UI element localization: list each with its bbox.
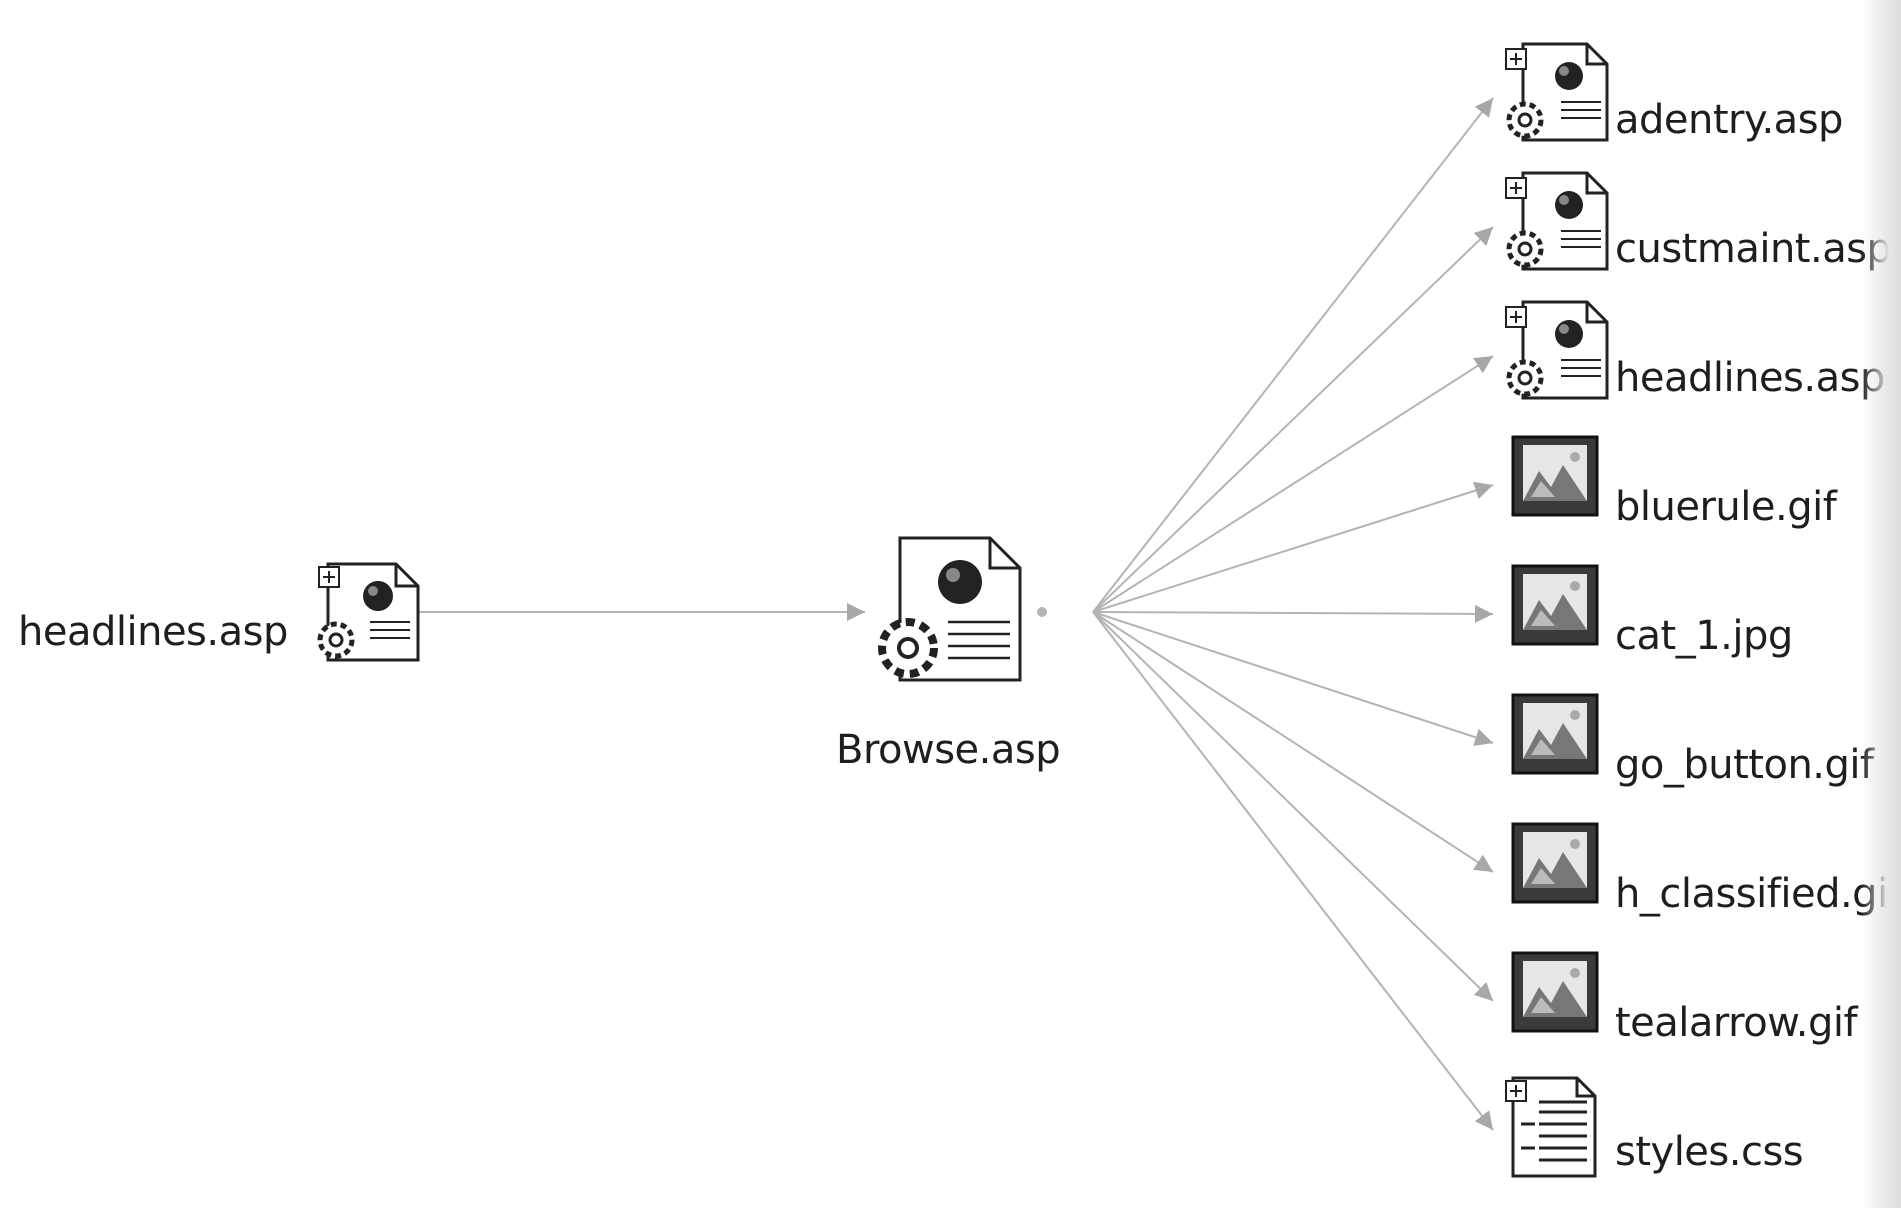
image-file-icon — [1495, 943, 1615, 1057]
target-node-label: headlines.asp — [1615, 355, 1885, 401]
link-edges — [410, 97, 1494, 1131]
image-file-icon — [1495, 556, 1615, 670]
link-edge — [1092, 481, 1494, 613]
target-node-label: custmaint.asp — [1615, 226, 1892, 272]
link-edge — [1092, 611, 1494, 746]
asp-page-icon — [298, 560, 428, 674]
expand-toggle[interactable] — [318, 566, 340, 588]
asp-page-icon — [860, 530, 1030, 694]
target-node-label: adentry.asp — [1615, 97, 1843, 143]
link-edge — [1092, 604, 1494, 623]
image-file-icon — [1495, 814, 1615, 928]
asp-page-icon — [1495, 169, 1615, 283]
target-node-label: bluerule.gif — [1615, 484, 1837, 530]
target-node-label: cat_1.jpg — [1615, 613, 1793, 659]
link-edge — [1092, 226, 1494, 613]
link-edge — [1092, 355, 1494, 613]
target-node-label: go_button.gif — [1615, 742, 1874, 788]
expand-toggle[interactable] — [1505, 1080, 1527, 1102]
expand-toggle[interactable] — [1505, 48, 1527, 70]
expand-toggle[interactable] — [1505, 177, 1527, 199]
expand-toggle[interactable] — [1505, 306, 1527, 328]
link-edge — [1092, 97, 1494, 613]
image-file-icon — [1495, 685, 1615, 799]
link-edge — [1092, 611, 1494, 873]
target-node-label: h_classified.gif — [1615, 871, 1901, 917]
target-node-label: styles.css — [1615, 1129, 1804, 1175]
image-file-icon — [1495, 427, 1615, 541]
center-node-label: Browse.asp — [836, 727, 1061, 773]
target-node-label: tealarrow.gif — [1615, 1000, 1858, 1046]
link-edge — [1092, 611, 1494, 1131]
window-edge-shadow — [1861, 0, 1901, 1208]
stylesheet-file-icon — [1495, 1072, 1615, 1186]
link-edge — [1092, 611, 1494, 1002]
center-link-dot — [1037, 607, 1047, 617]
asp-page-icon — [1495, 298, 1615, 412]
source-node-label: headlines.asp — [18, 609, 288, 655]
asp-page-icon — [1495, 40, 1615, 154]
